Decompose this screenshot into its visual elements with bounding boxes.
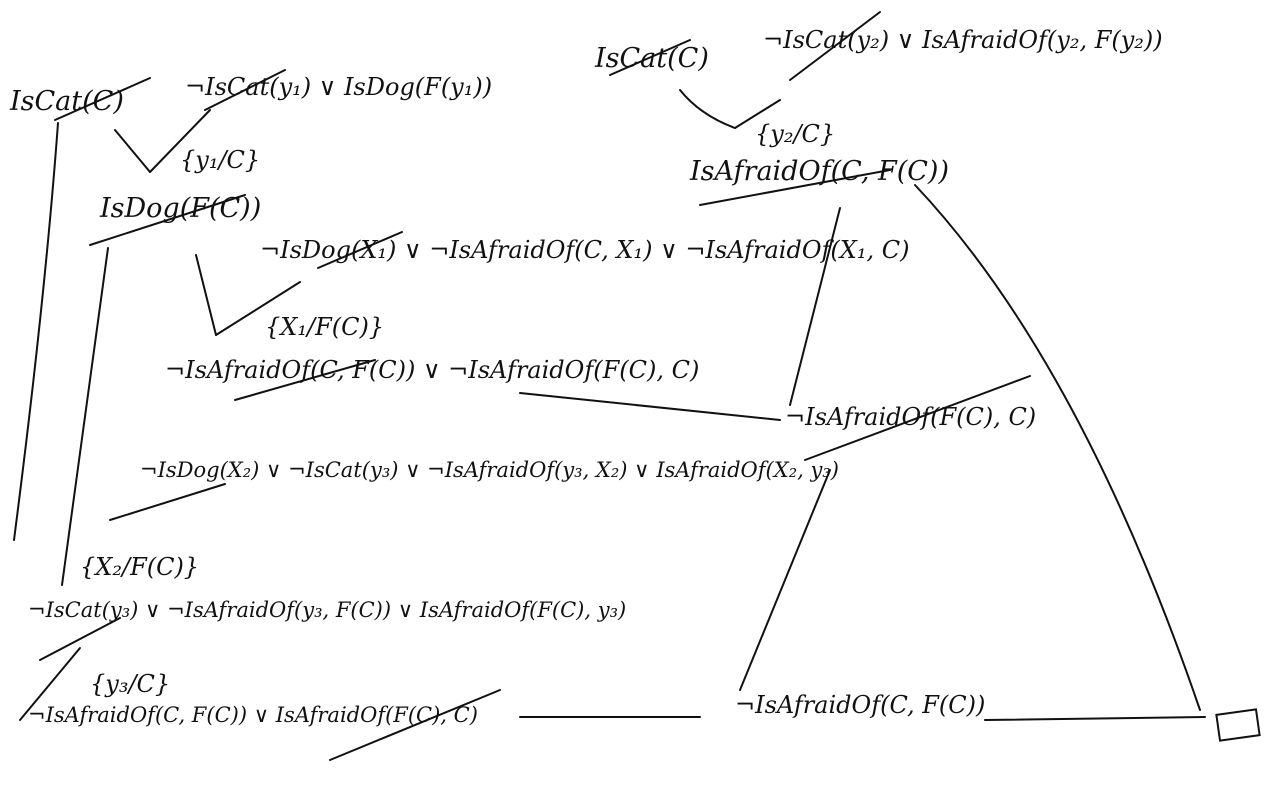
clause-not-cat-or-dog: ¬IsCat(y₁) ∨ IsDog(F(y₁)): [185, 73, 493, 101]
substitution-y2: {y₂/C}: [755, 120, 836, 148]
strike-bottom-afraid: [329, 689, 501, 761]
edge-iscat-to-bottom: [13, 122, 59, 541]
strike-isdog: [89, 194, 246, 246]
clause-not-afraid-c-fc-bottom: ¬IsAfraidOf(C, F(C)): [735, 691, 986, 719]
clause-not-cat-or-afraid: ¬IsCat(y₂) ∨ IsAfraidOf(y₂, F(y₂)): [763, 26, 1163, 54]
edge-iscat-to-isdog: [114, 129, 151, 173]
substitution-x1: {X₁/F(C)}: [265, 313, 385, 341]
strike-notdog-x1: [317, 231, 403, 269]
edge-notafraid-to-empty: [984, 716, 1206, 721]
strike-notcat-y1: [204, 69, 286, 111]
edge-isdog-to-notafraid: [195, 254, 217, 336]
edge-notdog-to-notafraid: [215, 281, 301, 336]
strike-iscat-right: [609, 39, 691, 76]
clause-not-afraid-c-fc-or-not-afraid-fc-c: ¬IsAfraidOf(C, F(C)) ∨ ¬IsAfraidOf(F(C),…: [165, 356, 700, 384]
clause-is-dog-fc: IsDog(F(C)): [100, 193, 262, 224]
clause-not-dog-not-afraid: ¬IsDog(X₁) ∨ ¬IsAfraidOf(C, X₁) ∨ ¬IsAfr…: [260, 236, 910, 264]
edge-substitution-y3: [19, 647, 81, 721]
edge-notcat-to-isdog: [149, 109, 211, 173]
edge-notcat-afraid-to-afraid: [734, 99, 781, 129]
edge-afraid-to-empty: [914, 184, 1201, 711]
edge-notafraidfc-to-bottom: [739, 469, 831, 691]
clause-bottom: ¬IsAfraidOf(C, F(C)) ∨ IsAfraidOf(F(C), …: [28, 703, 478, 727]
substitution-y3: {y₃/C}: [90, 670, 171, 698]
edge-notafraid-to-notafraidfc: [519, 392, 781, 421]
strike-afraid-right: [699, 169, 891, 206]
strike-notafraid-fc-c: [804, 375, 1031, 461]
clause-is-afraid-c-fc: IsAfraidOf(C, F(C)): [690, 156, 949, 187]
empty-clause-box: [1215, 708, 1261, 742]
edge-iscat-right-to-afraid: [679, 89, 736, 129]
clause-not-cat-y3: ¬IsCat(y₃) ∨ ¬IsAfraidOf(y₃, F(C)) ∨ IsA…: [28, 598, 627, 622]
strike-iscat: [54, 77, 151, 121]
strike-afraid-c-fc: [234, 359, 376, 401]
substitution-y1: {y₁/C}: [180, 146, 261, 174]
strike-notcat-y3: [39, 617, 121, 661]
clause-long: ¬IsDog(X₂) ∨ ¬IsCat(y₃) ∨ ¬IsAfraidOf(y₃…: [140, 458, 839, 482]
strike-notcat-y2: [789, 11, 881, 81]
clause-is-cat-c-right: IsCat(C): [595, 43, 709, 74]
clause-not-afraid-fc-c: ¬IsAfraidOf(F(C), C): [785, 403, 1037, 431]
edge-isdog-to-spine: [61, 247, 109, 586]
clause-is-cat-c: IsCat(C): [10, 86, 124, 117]
strike-notdog-x2: [109, 483, 226, 521]
edge-afraid-to-notafraidfc: [789, 207, 841, 406]
substitution-x2: {X₂/F(C)}: [80, 553, 200, 581]
